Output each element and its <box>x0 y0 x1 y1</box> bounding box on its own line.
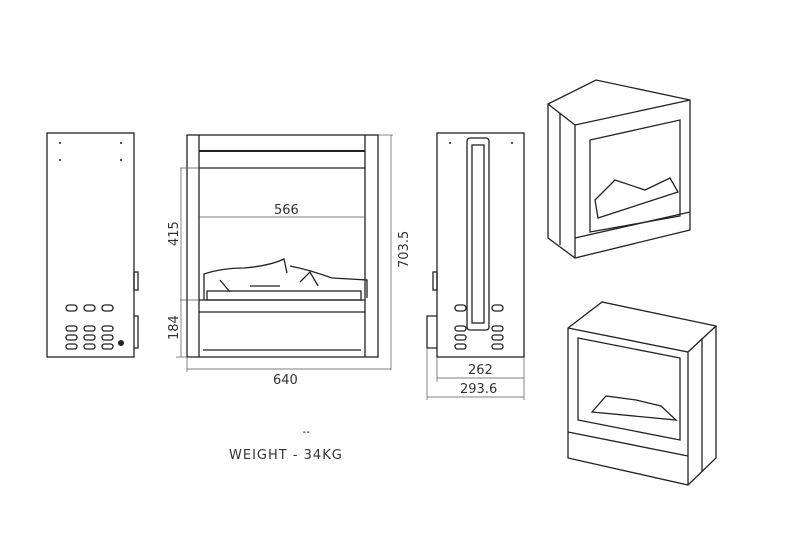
dim-overall-depth: 293.6 <box>460 382 497 397</box>
side-view-right <box>426 132 525 400</box>
dim-overall-height: 703.5 <box>397 231 412 268</box>
dim-opening-height: 415 <box>167 221 182 246</box>
scale-note-mark: ▬ ▬ <box>303 430 310 434</box>
perspective-view-bottom <box>567 301 717 486</box>
front-view <box>186 134 379 358</box>
perspective-view-top <box>547 79 691 259</box>
dim-base-height: 184 <box>167 315 182 340</box>
front-dimension-lines <box>176 134 393 372</box>
dim-depth: 262 <box>468 363 493 378</box>
side-view-left <box>46 132 139 358</box>
dim-overall-width: 640 <box>273 373 298 388</box>
weight-label: WEIGHT - 34KG <box>229 448 343 463</box>
dim-inner-width: 566 <box>274 203 299 218</box>
